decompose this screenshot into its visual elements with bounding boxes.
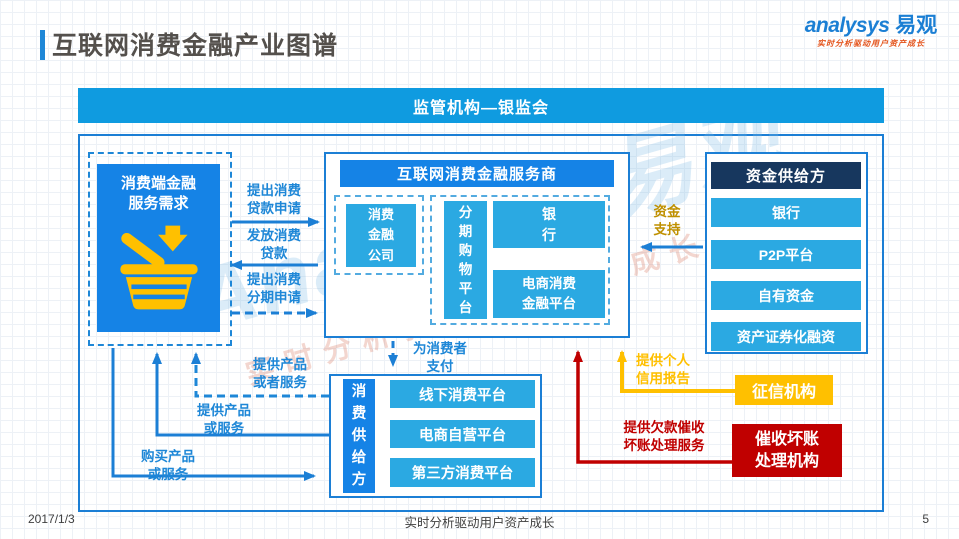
analysys-logo: analysys 易观 实时分析驱动用户资产成长 (788, 14, 954, 49)
consumption-header-label: 消费供给方 (351, 384, 367, 488)
title-accent-bar (40, 30, 45, 60)
logo-text-en: analysys (804, 14, 890, 37)
label-funding-support: 资金 支持 (653, 204, 681, 237)
installment-shopping-platform-box: 分期购物平台 (444, 201, 487, 319)
funding-supplier-header: 资金供给方 (711, 162, 861, 189)
footer-date: 2017/1/3 (28, 512, 75, 526)
consumer-demand-dashed-border (88, 152, 232, 346)
label-installment-application: 提出消费 分期申请 (247, 272, 301, 305)
funding-item-own-capital: 自有资金 (711, 281, 861, 310)
consumption-item-thirdparty: 第三方消费平台 (390, 458, 535, 487)
installment-label: 分期购物平台 (458, 205, 473, 315)
label-credit-report: 提供个人 信用报告 (636, 353, 690, 386)
collection-agency-box: 催收坏账 处理机构 (732, 424, 842, 477)
label-provide-products-or: 提供产品 或者服务 (253, 357, 307, 390)
consumer-demand-label: 消费端金融 服务需求 (120, 175, 196, 213)
funding-item-p2p: P2P平台 (711, 240, 861, 269)
label-collection-service: 提供欠款催收 坏账处理服务 (623, 420, 705, 453)
consumption-item-offline: 线下消费平台 (390, 380, 535, 408)
consumer-finance-company-box: 消费 金融 公司 (346, 204, 416, 267)
logo-wordmark: analysys 易观 (788, 14, 954, 37)
shopping-basket-icon (119, 225, 198, 309)
provider-subgroup-left-dashed (334, 195, 424, 275)
footer-slogan: 实时分析驱动用户资产成长 (404, 516, 555, 530)
consumption-supplier-header: 消费供给方 (343, 379, 375, 493)
page-title: 互联网消费金融产业图谱 (52, 32, 339, 60)
regulator-banner: 监管机构—银监会 (78, 88, 884, 123)
credit-bureau-box: 征信机构 (735, 375, 833, 405)
label-loan-issue: 发放消费 贷款 (247, 228, 301, 261)
label-buy-products: 购买产品 或服务 (141, 449, 195, 482)
funding-item-abs: 资产证券化融资 (711, 322, 861, 351)
label-loan-application: 提出消费 贷款申请 (247, 183, 301, 216)
footer-page-number: 5 (922, 512, 929, 526)
consumption-item-ecommerce: 电商自营平台 (390, 420, 535, 448)
label-pay-for-consumer: 为消费者 支付 (413, 341, 467, 374)
label-provide-products: 提供产品 或服务 (197, 403, 251, 436)
bank-box: 银 行 (493, 201, 605, 248)
logo-text-cn: 易观 (895, 14, 938, 37)
consumer-demand-box: 消费端金融 服务需求 (97, 164, 220, 332)
diagram-frame (78, 134, 884, 512)
service-provider-header: 互联网消费金融服务商 (340, 160, 614, 187)
logo-tagline: 实时分析驱动用户资产成长 (817, 39, 925, 49)
funding-item-bank: 银行 (711, 198, 861, 227)
provider-subgroup-right-dashed (430, 195, 610, 325)
ecommerce-finance-platform-box: 电商消费 金融平台 (493, 270, 605, 318)
